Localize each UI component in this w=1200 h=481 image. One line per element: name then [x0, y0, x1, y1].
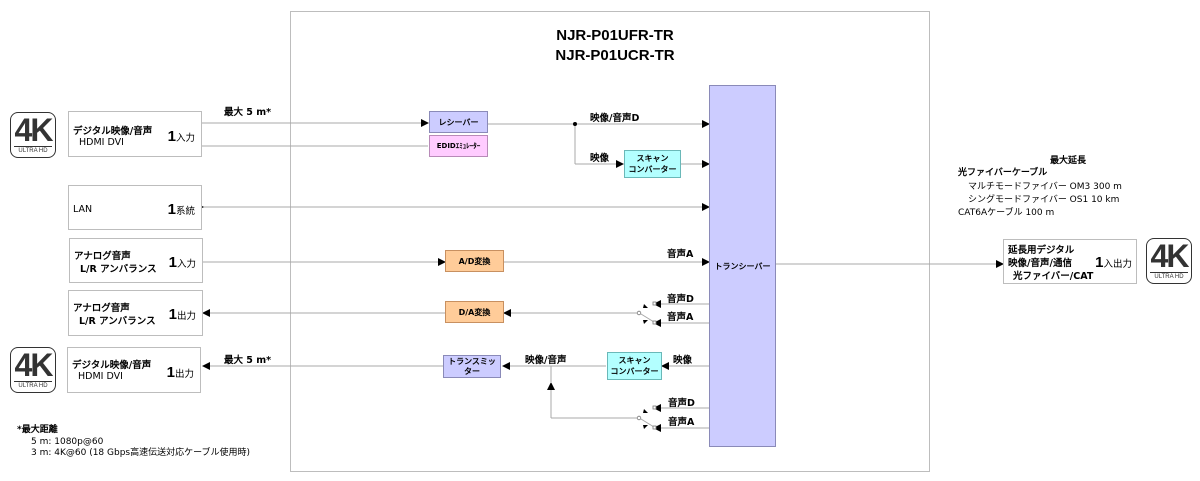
port-count: 1系統	[167, 201, 195, 218]
switch-arrow-icon	[643, 320, 648, 324]
max-extension-cat6a: CAT6Aケーブル 100 m	[958, 208, 1055, 218]
port-label: アナログ音声	[73, 303, 130, 314]
max-extension-singlemode: シングモードファイバー OS1 10 km	[968, 195, 1120, 205]
signal-label-video: 映像	[590, 153, 610, 164]
model-name-2: NJR-P01UCR-TR	[555, 47, 675, 64]
port-hdmi-input: デジタル映像/音声 HDMI DVI 1入力	[68, 111, 202, 157]
port-label: デジタル映像/音声	[72, 360, 152, 371]
4k-ultra-hd-logo: 4K ULTRA HD	[1146, 238, 1192, 284]
max-distance-label: 最大 5 m*	[224, 107, 272, 118]
4k-ultra-hd-logo: 4K ULTRA HD	[10, 112, 56, 158]
max-distance-label: 最大 5 m*	[224, 355, 272, 366]
port-lan: LAN 1系統	[68, 185, 202, 230]
port-count: 1入出力	[1095, 254, 1132, 271]
port-sublabel: L/R アンバランス	[80, 264, 157, 275]
max-extension-heading: 最大延長	[1050, 156, 1087, 166]
port-count: 1入力	[168, 254, 196, 271]
da-converter-block: D/A変換	[445, 301, 504, 323]
port-label: 映像/音声/通信	[1008, 258, 1072, 269]
signal-label-audio-a: 音声A	[668, 417, 695, 428]
port-count: 1入力	[167, 128, 195, 145]
port-sublabel: 光ファイバー/CAT	[1013, 271, 1094, 282]
max-extension-multimode: マルチモードファイバー OM3 300 m	[968, 182, 1122, 192]
port-label: アナログ音声	[74, 251, 131, 262]
junction-dot	[573, 122, 577, 126]
signal-label-audio-a: 音声A	[667, 312, 694, 323]
4k-ultra-hd-logo: 4K ULTRA HD	[10, 347, 56, 393]
switch-arrow-icon	[643, 425, 648, 429]
transceiver-label: トランシーバー	[714, 261, 771, 271]
edid-emulator-block: EDIDｴﾐｭﾚｰﾀｰ	[429, 135, 488, 157]
signal-label-video-audio: 映像/音声	[525, 355, 567, 366]
scan-converter-top-block: スキャン コンバーター	[624, 150, 681, 178]
port-label: 延長用デジタル	[1008, 245, 1075, 256]
switch-lever-mid	[640, 313, 655, 323]
switch-contact	[652, 405, 657, 410]
switch-arrow-icon	[643, 304, 648, 308]
signal-label-audio-d: 音声D	[667, 294, 694, 305]
model-name-1: NJR-P01UFR-TR	[556, 27, 674, 44]
port-label: LAN	[73, 204, 93, 215]
switch-arrow-icon	[643, 409, 648, 413]
switch-contact	[652, 320, 657, 325]
port-analog-audio-input: アナログ音声 L/R アンバランス 1入力	[69, 238, 203, 283]
footnote-line: 5 m: 1080p@60	[31, 437, 104, 447]
signal-label-video: 映像	[673, 355, 693, 366]
max-extension-fiber: 光ファイバーケーブル	[958, 168, 1048, 178]
footnote-line: 3 m: 4K@60 (18 Gbps高速伝送対応ケーブル使用時)	[31, 448, 251, 458]
switch-contact	[636, 310, 642, 316]
transceiver-block: トランシーバー	[709, 85, 776, 447]
transmitter-block: トランスミッ ター	[443, 355, 501, 378]
footnote-heading: *最大距離	[17, 425, 58, 435]
port-sublabel: HDMI DVI	[78, 371, 123, 382]
device-frame	[290, 11, 930, 472]
port-extension: 延長用デジタル 映像/音声/通信 光ファイバー/CAT 1入出力	[1003, 239, 1137, 284]
switch-contact	[652, 425, 657, 430]
receiver-block: レシーバー	[429, 111, 488, 133]
switch-lever-bottom	[640, 418, 655, 428]
switch-contact	[652, 301, 657, 306]
port-label: デジタル映像/音声	[73, 126, 153, 137]
port-count: 1出力	[166, 364, 194, 381]
port-analog-audio-output: アナログ音声 L/R アンバランス 1出力	[68, 290, 203, 336]
port-sublabel: L/R アンバランス	[79, 316, 156, 327]
port-sublabel: HDMI DVI	[79, 137, 124, 148]
scan-converter-bottom-block: スキャン コンバーター	[607, 352, 662, 380]
signal-label-video-audio-d: 映像/音声D	[590, 113, 640, 124]
switch-contact	[636, 415, 642, 421]
signal-label-audio-d: 音声D	[668, 398, 695, 409]
signal-label-audio-a: 音声A	[667, 249, 694, 260]
port-hdmi-output: デジタル映像/音声 HDMI DVI 1出力	[67, 347, 201, 393]
ad-converter-block: A/D変換	[445, 250, 504, 272]
port-count: 1出力	[168, 306, 196, 323]
